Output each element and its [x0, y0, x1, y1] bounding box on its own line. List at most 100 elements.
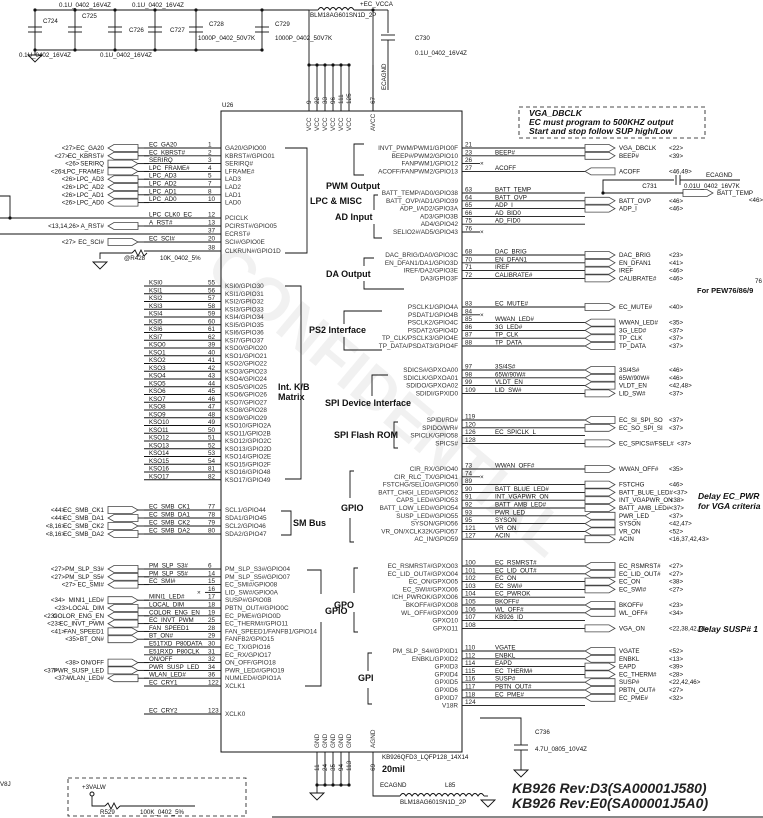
trace-width-note: 20mil: [382, 764, 405, 774]
port-label: WWAN_OFF#: [619, 466, 659, 473]
pin-name: ADP_I/AD2/GPIO3A: [400, 206, 459, 213]
sheet-ref: <42,47>: [669, 521, 692, 528]
net-label: KSO10: [149, 419, 170, 426]
sheet-ref: <27>: [669, 687, 683, 694]
rail-terminal-icon: [89, 791, 95, 797]
sheet-ref: <46>: [669, 367, 683, 374]
pin-name: PM_SLP_S3#/GPIO04: [225, 566, 290, 573]
pin-number: 98: [465, 371, 473, 378]
resistor-ref-r428: @R428: [124, 255, 146, 262]
pin-name: GPXID5: [435, 679, 459, 686]
output-port-icon: [584, 480, 616, 489]
pin-number: 27: [465, 165, 473, 172]
pin-name: SDIDI/GPXID0: [416, 390, 459, 397]
pin-name: LFRAME#: [225, 168, 255, 175]
ground-pin-name: GND: [322, 733, 329, 748]
pin-name: SPICS#: [435, 440, 458, 447]
net-label: BATT_AMB_LED#: [495, 502, 547, 509]
pin-name: AD4/GPIO42: [421, 221, 459, 228]
pin-name: KSO3/GPIO23: [225, 368, 267, 375]
net-label: 3G_LED#: [495, 324, 523, 331]
delay-pwr-note: for VGA criteria: [698, 501, 761, 511]
pin-number: 31: [208, 648, 216, 655]
input-port-icon: [107, 674, 139, 683]
sheet-ref: <35>: [65, 636, 79, 643]
port-label: TP_CLK: [619, 335, 643, 342]
pin-name: BATT_OVP/AD1/GPIO39: [386, 198, 458, 205]
pin-number: 61: [208, 326, 216, 333]
net-label: KSO11: [149, 427, 169, 434]
group-bracket: [371, 374, 388, 396]
net-label: WLAN_LED#: [149, 672, 186, 679]
note-box: [518, 106, 706, 139]
pin-number: 7: [208, 181, 212, 188]
no-connect-icon: ×: [197, 589, 201, 596]
group-bracket: [353, 612, 358, 633]
pin-name: DA3/GPIO3F: [420, 275, 458, 282]
pin-number: 58: [208, 303, 216, 310]
net-label: KSO15: [149, 458, 170, 465]
port-label: LPC_FRAME#: [63, 168, 104, 175]
net-label: BATT_OVP: [495, 194, 527, 201]
pin-name: LAD3: [225, 176, 241, 183]
sheet-ref: <16,37,42,43>: [669, 536, 709, 543]
net-label: EC_GA20: [149, 142, 177, 149]
inductor-icon: [399, 793, 485, 797]
net-label: KSI2: [149, 295, 163, 302]
output-port-icon: [107, 635, 139, 644]
block-label-gpi: GPI: [358, 673, 374, 683]
input-port-icon: [584, 601, 616, 609]
cap-value: 0.1U_0402_16V4Z: [100, 52, 152, 59]
pin-name: CIR_RLC_TX/GPIO41: [394, 474, 458, 481]
net-label: WL_OFF#: [495, 606, 524, 613]
net-label: TP_DATA: [495, 340, 523, 347]
net-label: EAPD: [495, 660, 512, 667]
ground-pin-name: GND: [314, 733, 321, 748]
sheet-ref: <46>: [669, 206, 683, 213]
port-label: BATT_BLUE_LED#: [619, 489, 673, 496]
pin-number: 112: [465, 652, 476, 659]
pin-number: 123: [208, 708, 219, 715]
pin-number: 73: [465, 463, 473, 470]
pin-name: GPXID4: [435, 671, 459, 678]
block-label-spi-device: SPI Device Interface: [325, 398, 411, 408]
sheet-ref: <38>: [65, 660, 79, 667]
sheet-ref: <34>: [669, 610, 683, 617]
sheet-ref: <38>: [670, 497, 684, 504]
pin-name: KBRST#/GPIO01: [225, 153, 275, 160]
sheet-ref: <26>: [62, 184, 76, 191]
pin-number: 15: [208, 578, 216, 585]
pin-name: SYSON/GPIO56: [411, 521, 459, 528]
port-label: BATT_TEMP: [717, 190, 753, 197]
pin-number: 36: [208, 672, 216, 679]
pin-number: 10: [208, 196, 216, 203]
cap-value: 0.1U_0402_16V4Z: [19, 52, 71, 59]
input-port-icon: [107, 565, 139, 573]
pin-number: 100: [465, 560, 476, 567]
pin-number: 54: [208, 458, 216, 465]
pin-number: 81: [208, 466, 216, 473]
pin-number: 119: [465, 414, 476, 421]
pin-number: 28: [208, 625, 216, 632]
pin-name: TP_DATA/PSDAT3/GPIO4F: [379, 343, 458, 350]
pin-number: 62: [208, 334, 216, 341]
group-bracket: [367, 652, 372, 671]
output-port-icon: [584, 439, 616, 448]
output-port-icon: [584, 535, 616, 544]
sheet-ref: <46>: [669, 198, 683, 205]
pin-name: PCICLK: [225, 215, 249, 222]
pin-name: PM_SLP_S5#/GPIO07: [225, 574, 290, 581]
input-port-icon: [107, 604, 139, 612]
net-label: SERIRQ: [149, 157, 173, 164]
net-label: KSO7: [149, 396, 166, 403]
sheet-ref: <41>: [669, 260, 683, 267]
pin-name: KSO10/GPIO2A: [225, 423, 272, 430]
block-label-gpio-right: GPIO: [341, 503, 364, 513]
ground-pin-number: 24: [322, 763, 329, 771]
pin-number: 97: [465, 364, 473, 371]
pin-name: EC_PME#/GPIO0D: [225, 613, 281, 620]
output-port-icon: [584, 624, 616, 633]
net-label: KSO16: [149, 466, 170, 473]
port-label: EC_SMB_CK2: [63, 523, 104, 530]
sheet-ref: <44>: [51, 515, 65, 522]
